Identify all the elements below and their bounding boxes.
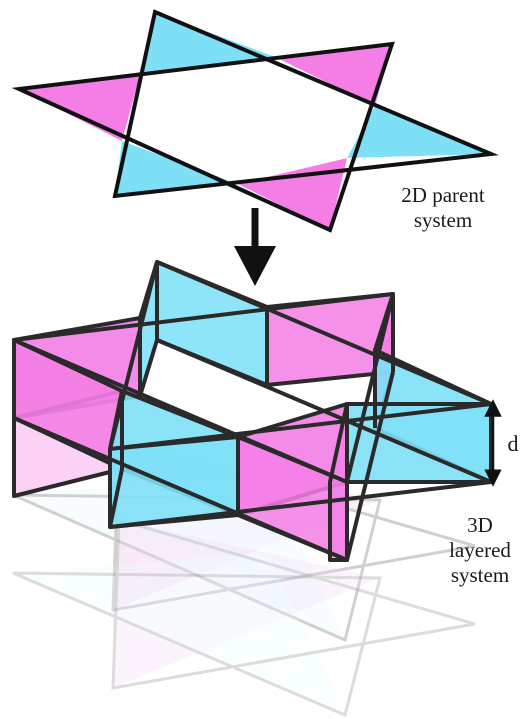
cyan-triangle-top bbox=[141, 12, 275, 72]
magenta-triangle-left bbox=[19, 72, 141, 141]
parent-star-2d bbox=[11, 9, 499, 233]
down-arrow-icon bbox=[234, 208, 276, 286]
star-outline-triangle-a bbox=[112, 9, 499, 199]
prism-face bbox=[138, 260, 159, 398]
faded-layer-2 bbox=[12, 518, 476, 718]
parent-system-label: 2D parent system bbox=[384, 183, 502, 233]
center-hexagon bbox=[122, 57, 375, 184]
layered-prism-3d bbox=[12, 260, 493, 562]
layered-system-label: 3D layered system bbox=[434, 513, 525, 588]
star-top-edge bbox=[108, 260, 493, 451]
cyan-triangle-bottom-left bbox=[115, 141, 238, 196]
layered-system-label-line: system bbox=[450, 563, 510, 587]
star-outline-triangle-b bbox=[11, 41, 395, 233]
parent-system-label-line: 2D parent bbox=[401, 183, 485, 207]
magenta-triangle-bottom-right bbox=[238, 158, 347, 230]
layered-system-label-line: 3D bbox=[467, 513, 493, 537]
layered-system-label-line: layered bbox=[449, 538, 511, 562]
prism-face bbox=[155, 260, 269, 387]
thickness-label: d bbox=[507, 431, 519, 456]
magenta-triangle-top-right bbox=[275, 44, 392, 106]
parent-system-label-line: system bbox=[413, 208, 473, 232]
cyan-triangle-right bbox=[347, 106, 491, 158]
star-top-edge bbox=[12, 292, 395, 484]
